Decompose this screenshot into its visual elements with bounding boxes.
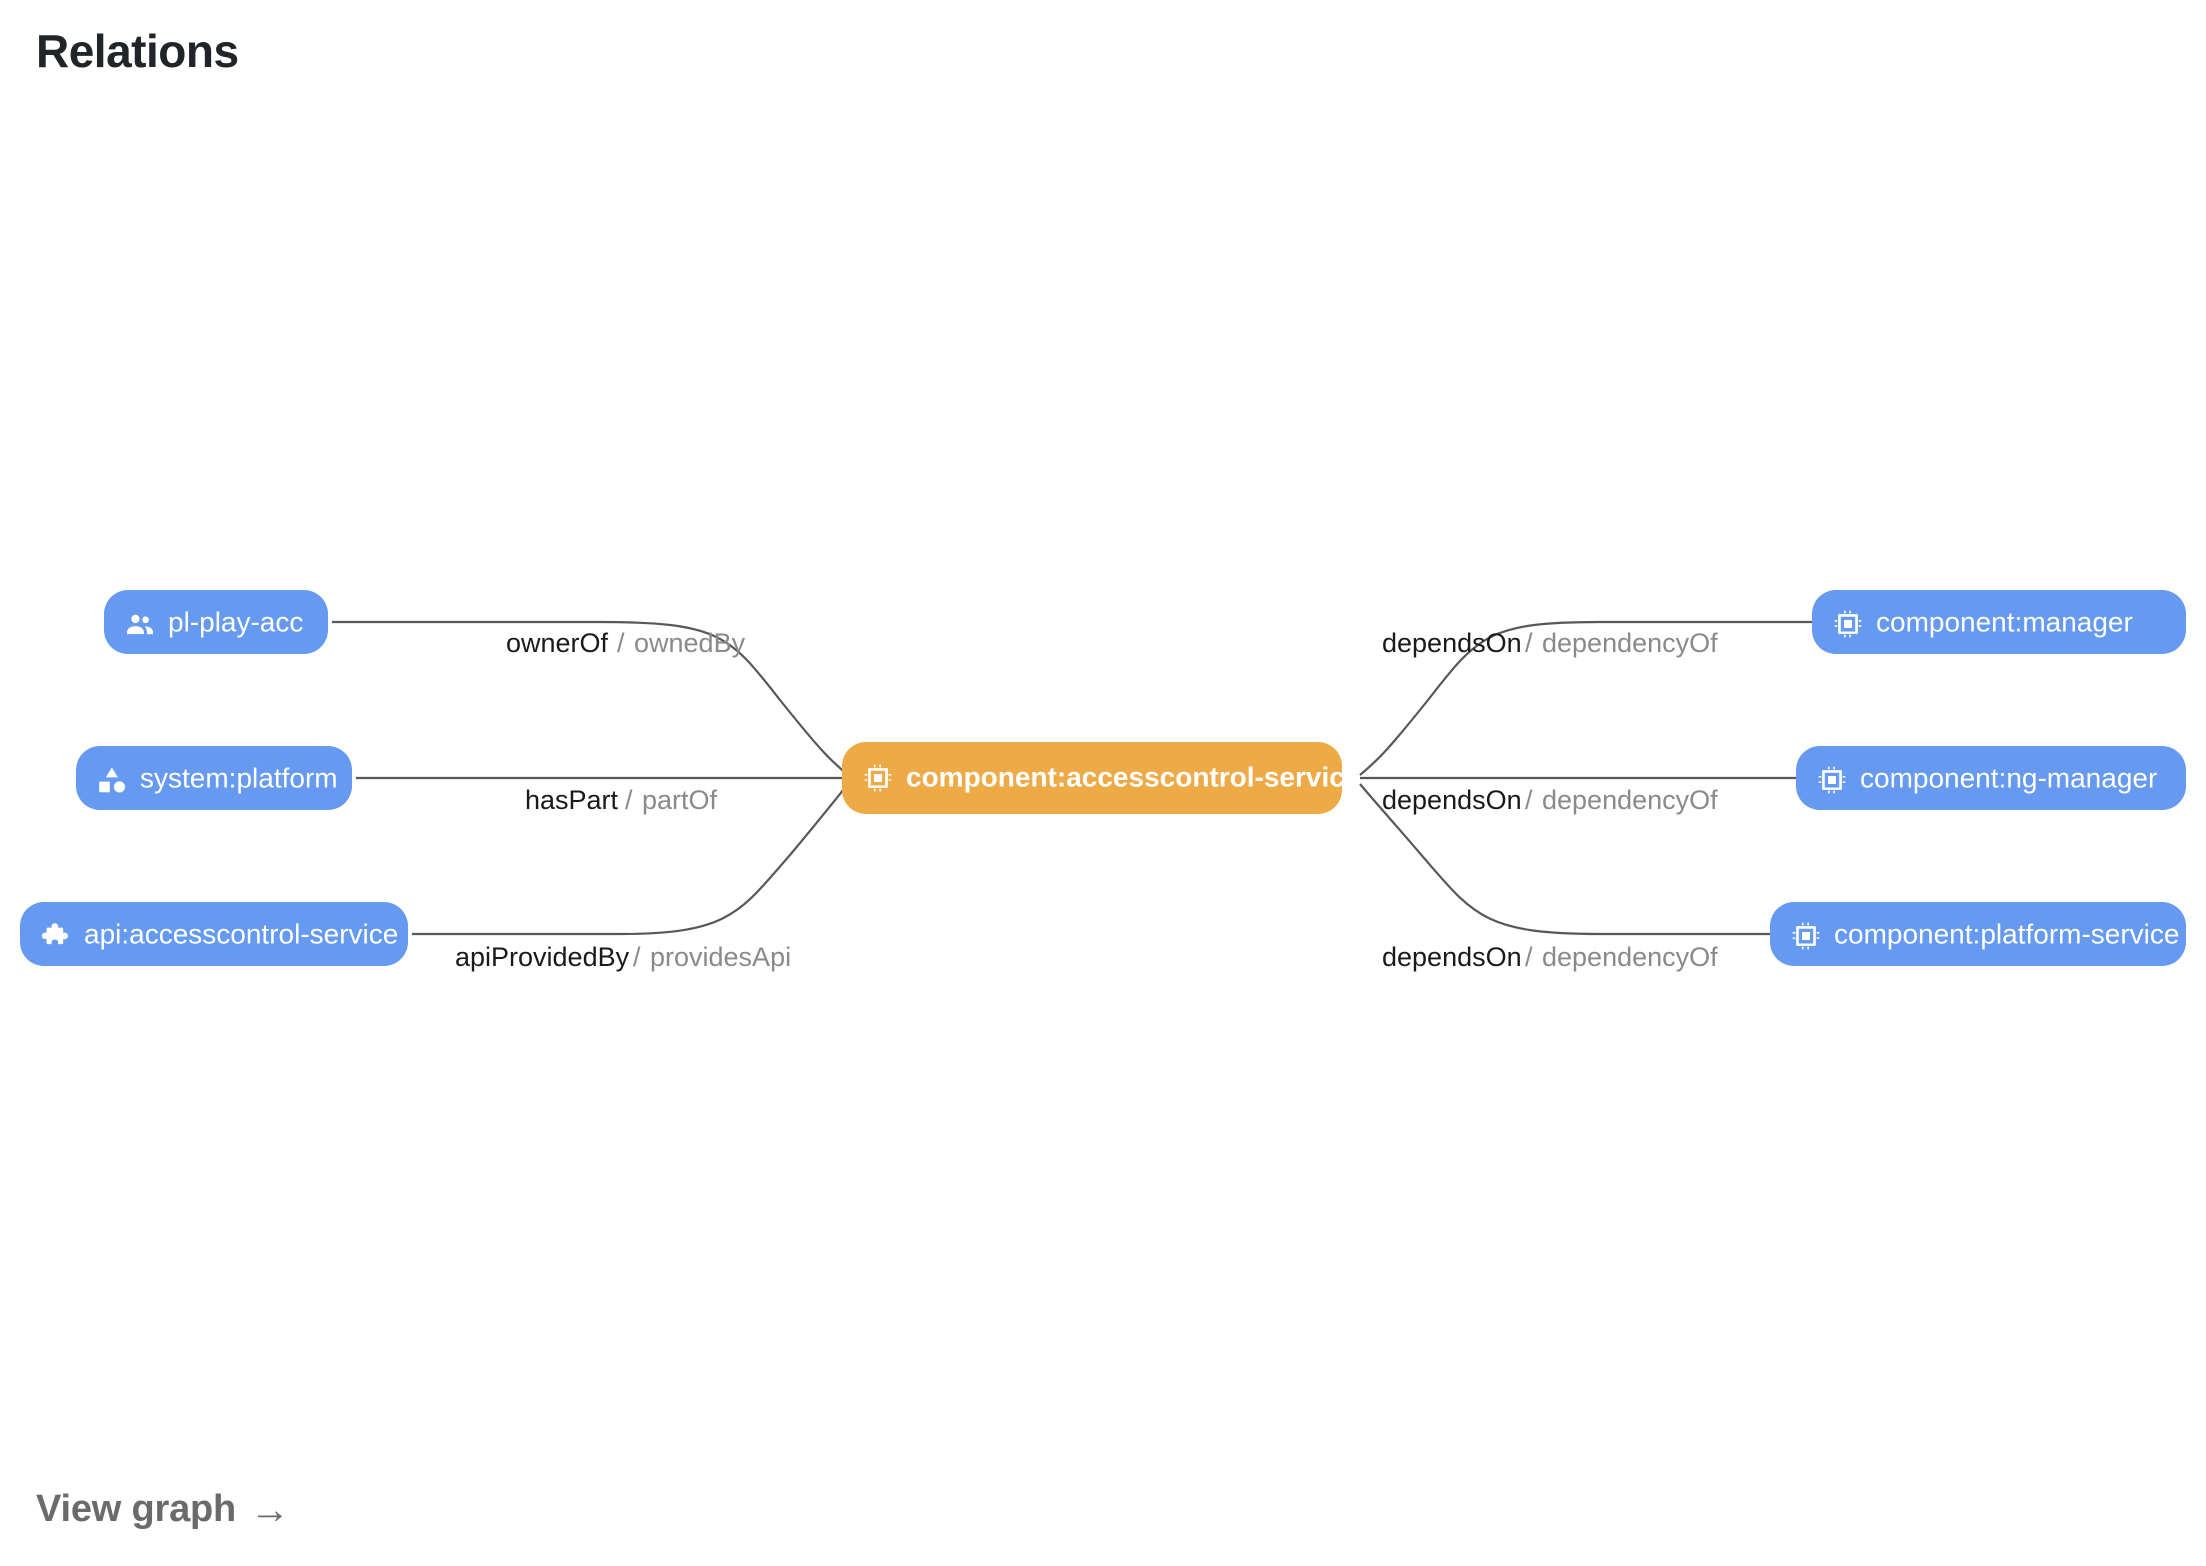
memory-chip-icon [864,764,892,792]
edge-label-separator: / [625,785,633,815]
node-background[interactable] [1796,746,2186,810]
memory-chip-icon [1792,922,1820,950]
graph-node-component-accesscontrol-service[interactable]: component:accesscontrol-service [842,742,1360,814]
node-label: component:platform-service [1834,918,2179,949]
view-graph-label: View graph [36,1488,237,1530]
node-label: component:ng-manager [1860,762,2157,793]
edge-label-forward: dependsOn [1382,785,1522,815]
node-label: pl-play-acc [168,606,303,637]
node-layer: pl-play-acc system:platform api:accessco… [20,590,2186,966]
edge-path-apiprovidedby [412,783,849,936]
node-label: system:platform [140,762,338,793]
view-graph-link[interactable]: View graph → [36,1488,290,1531]
edge-label-separator: / [633,942,641,972]
node-background[interactable] [76,746,352,810]
node-background[interactable] [1770,902,2186,966]
edge-label-dependson-ng-manager: dependsOn / dependencyOf [1382,785,1718,815]
edge-layer [332,620,1812,936]
node-background[interactable] [104,590,328,654]
node-label: component:accesscontrol-service [906,761,1360,792]
node-label: api:accesscontrol-service [84,918,398,949]
edge-path-ownerof [332,620,849,776]
memory-chip-icon [1834,610,1862,638]
node-background[interactable] [1812,590,2186,654]
edge-label-reverse: dependencyOf [1542,628,1718,658]
edge-label-forward: dependsOn [1382,628,1522,658]
edge-label-layer: ownerOf / ownedBy hasPart / partOf apiPr… [455,628,1718,972]
edge-label-separator: / [1525,628,1533,658]
edge-label-separator: / [617,628,625,658]
edge-label-reverse: partOf [642,785,718,815]
graph-node-component-platform-service[interactable]: component:platform-service [1770,902,2186,966]
edge-label-reverse: providesApi [650,942,791,972]
edge-label-reverse: ownedBy [634,628,746,658]
edge-path-dependson-platform-service [1359,783,1774,936]
node-label: component:manager [1876,606,2133,637]
graph-node-system-platform[interactable]: system:platform [76,746,352,810]
edge-label-separator: / [1525,785,1533,815]
edge-label-forward: ownerOf [506,628,609,658]
edge-label-dependson-platform-service: dependsOn / dependencyOf [1382,942,1718,972]
graph-node-pl-play-acc[interactable]: pl-play-acc [104,590,328,654]
memory-chip-icon [1818,766,1846,794]
node-background[interactable] [20,902,408,966]
edge-path-dependson-manager [1359,620,1812,776]
graph-node-api-accesscontrol-service[interactable]: api:accesscontrol-service [20,902,408,966]
edge-label-forward: apiProvidedBy [455,942,630,972]
edge-label-apiprovidedby: apiProvidedBy / providesApi [455,942,791,972]
edge-label-reverse: dependencyOf [1542,785,1718,815]
edge-label-reverse: dependencyOf [1542,942,1718,972]
arrow-right-icon: → [250,1487,290,1532]
node-background[interactable] [842,742,1342,814]
edge-label-ownerof: ownerOf / ownedBy [506,628,746,658]
edge-label-forward: dependsOn [1382,942,1522,972]
edge-label-forward: hasPart [525,785,619,815]
graph-node-component-ng-manager[interactable]: component:ng-manager [1796,746,2186,810]
graph-node-component-manager[interactable]: component:manager [1812,590,2186,654]
page-title: Relations [36,25,239,77]
edge-label-separator: / [1525,942,1533,972]
edge-label-haspart: hasPart / partOf [525,785,718,815]
edge-label-dependson-manager: dependsOn / dependencyOf [1382,628,1718,658]
